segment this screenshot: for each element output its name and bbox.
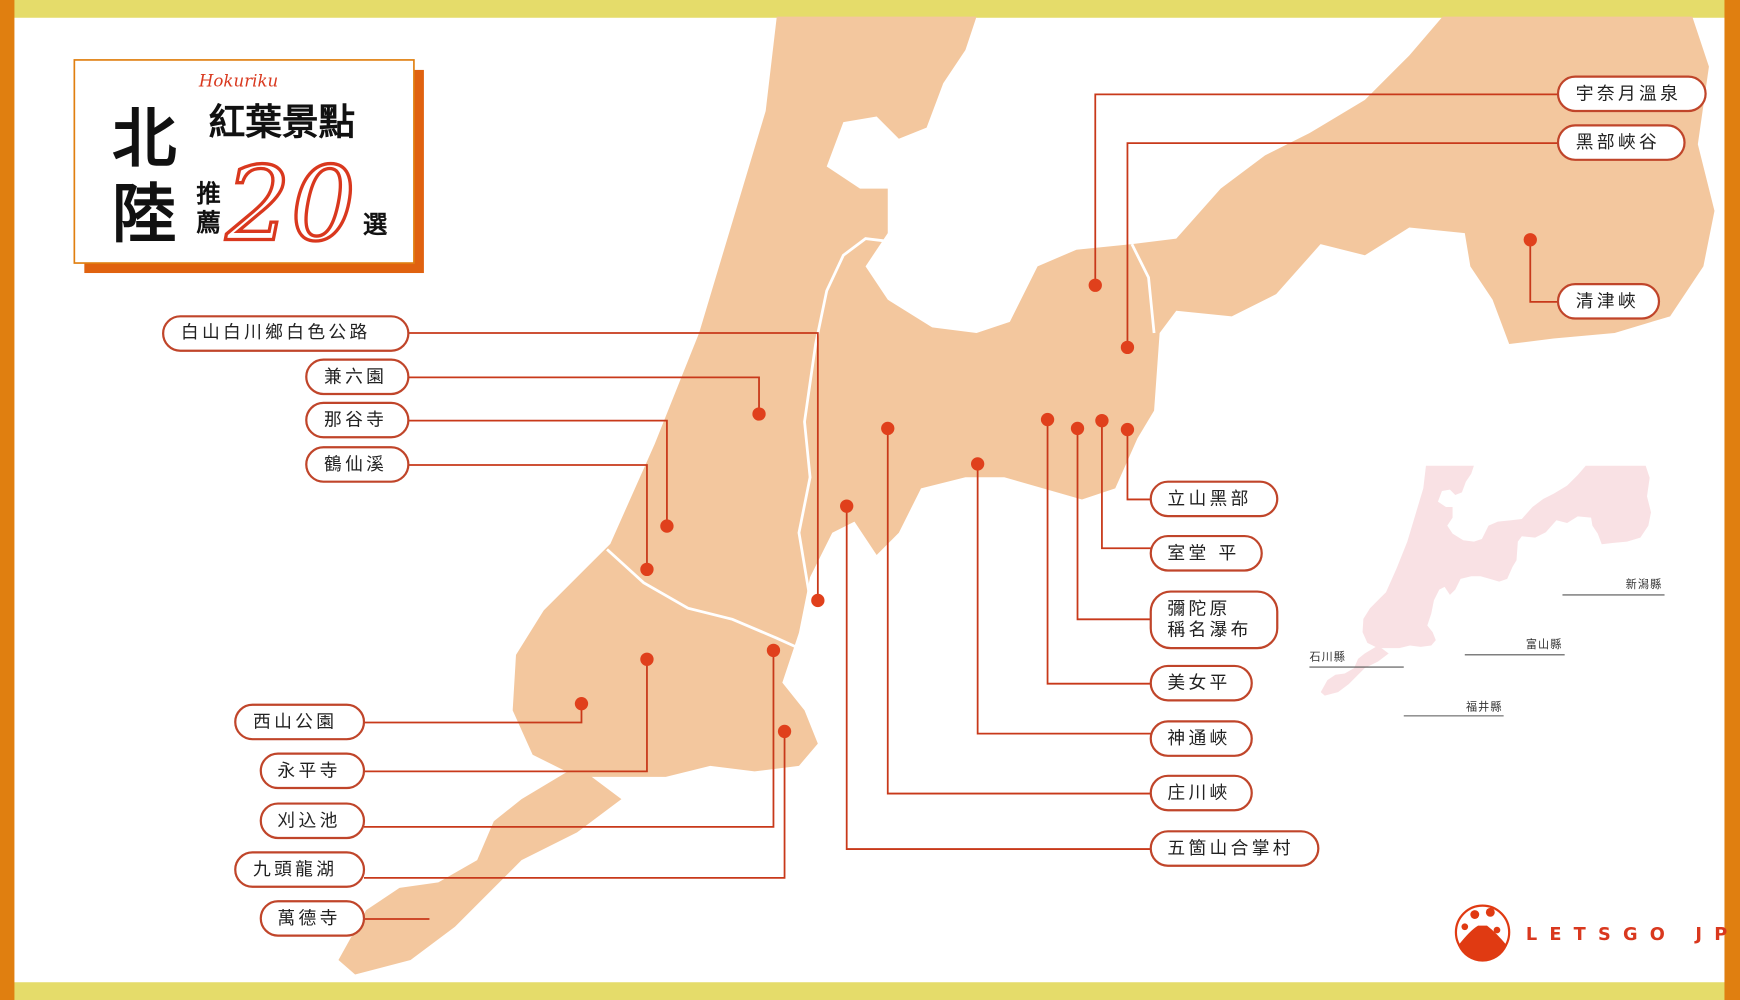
title-select: 選: [363, 210, 388, 239]
title-headline: 紅葉景點: [209, 100, 355, 143]
brand-logo[interactable]: LETSGO JP: [1454, 904, 1740, 962]
title-number: 20: [225, 146, 356, 265]
svg-text:清津峽: 清津峽: [1576, 291, 1639, 312]
inset-labels: 新潟縣 富山縣 石川縣 福井縣: [1309, 577, 1665, 717]
svg-text:宇奈月溫泉: 宇奈月溫泉: [1576, 83, 1681, 104]
marker-kuzuryu-lake[interactable]: [777, 724, 792, 739]
inset-label-toyama: 富山縣: [1526, 637, 1563, 651]
spot-label[interactable]: 立山黑部: [1149, 480, 1279, 518]
title-region-2: 陸: [112, 177, 176, 252]
inset-label-fukui: 福井縣: [1466, 699, 1503, 713]
marker-murodo[interactable]: [1095, 413, 1109, 428]
svg-text:室堂 平: 室堂 平: [1167, 543, 1239, 564]
marker-gokayama[interactable]: [840, 499, 854, 513]
marker-eiheiji[interactable]: [640, 652, 654, 666]
spot-markers: [574, 233, 1537, 739]
spot-label[interactable]: 清津峽: [1556, 283, 1661, 320]
marker-shokawa[interactable]: [881, 421, 895, 436]
frame-bottom: [0, 982, 1740, 1000]
spot-label[interactable]: 刈込池: [259, 802, 366, 840]
marker-kurobe-gorge[interactable]: [1120, 340, 1135, 355]
svg-text:西山公園: 西山公園: [253, 712, 337, 733]
spot-label-list-left: 白山白川鄉白色公路 兼六園 那谷寺 鶴仙溪 西山公園 永平寺 刈込池 九頭龍湖 …: [162, 315, 410, 937]
spot-label[interactable]: 九頭龍湖: [234, 851, 366, 888]
spot-label[interactable]: 西山公園: [234, 703, 366, 741]
marker-shirakawa-road[interactable]: [811, 593, 825, 608]
svg-text:鶴仙溪: 鶴仙溪: [324, 454, 387, 475]
spot-label[interactable]: 萬德寺: [259, 900, 366, 937]
svg-text:五箇山合掌村: 五箇山合掌村: [1167, 838, 1293, 859]
spot-label[interactable]: 兼六園: [305, 358, 410, 396]
marker-kenrokuen[interactable]: [752, 407, 766, 421]
svg-text:兼六園: 兼六園: [324, 366, 387, 387]
marker-midagahara[interactable]: [1070, 421, 1085, 436]
svg-text:神通峽: 神通峽: [1167, 728, 1230, 749]
spot-label[interactable]: 白山白川鄉白色公路: [162, 315, 410, 352]
marker-tateyama-kurobe[interactable]: [1120, 422, 1135, 437]
marker-bijodaira[interactable]: [1040, 412, 1055, 427]
svg-text:刈込池: 刈込池: [277, 810, 340, 831]
spot-label[interactable]: 鶴仙溪: [305, 446, 410, 483]
marker-kakusenkei[interactable]: [640, 562, 654, 577]
frame-right: [1724, 0, 1740, 1000]
spot-label[interactable]: 五箇山合掌村: [1149, 830, 1320, 867]
title-region-1: 北: [112, 102, 176, 177]
spot-label[interactable]: 宇奈月溫泉: [1556, 75, 1707, 113]
svg-text:黑部峽谷: 黑部峽谷: [1576, 132, 1660, 153]
spot-label[interactable]: 神通峽: [1149, 720, 1253, 757]
inset-map: [1320, 465, 1652, 696]
title-card: Hokuriku 北 陸 紅葉景點 推 薦 20 選: [73, 59, 424, 274]
marker-karikomiike[interactable]: [766, 643, 781, 658]
leader-lines: [363, 93, 1559, 920]
marker-nishiyama-park[interactable]: [574, 697, 589, 711]
svg-text:九頭龍湖: 九頭龍湖: [253, 859, 337, 880]
marker-kiyotsu[interactable]: [1523, 233, 1537, 247]
svg-text:永平寺: 永平寺: [277, 760, 340, 781]
title-recommend-1: 推: [196, 179, 220, 208]
svg-text:萬德寺: 萬德寺: [277, 908, 340, 929]
spot-label[interactable]: 永平寺: [259, 752, 366, 790]
svg-text:美女平: 美女平: [1167, 673, 1230, 694]
marker-jinzu[interactable]: [970, 457, 985, 471]
spot-label[interactable]: 那谷寺: [305, 401, 410, 439]
inset-label-ishikawa: 石川縣: [1309, 650, 1346, 663]
spot-label[interactable]: 黑部峽谷: [1556, 124, 1686, 161]
marker-unazuki[interactable]: [1088, 278, 1102, 292]
letsgo-logo-icon: [1454, 904, 1511, 962]
spot-label[interactable]: 美女平: [1149, 664, 1253, 702]
frame-left: [0, 0, 15, 1000]
hokuriku-land: [338, 16, 1715, 975]
spot-label[interactable]: 庄川峽: [1149, 774, 1253, 812]
brand-name: LETSGO JP: [1526, 925, 1740, 945]
svg-text:稱名瀑布: 稱名瀑布: [1167, 619, 1251, 640]
spot-label[interactable]: 室堂 平: [1149, 534, 1263, 572]
inset-label-niigata: 新潟縣: [1626, 577, 1663, 591]
title-recommend-2: 薦: [196, 208, 220, 237]
frame-top: [0, 0, 1740, 18]
svg-text:立山黑部: 立山黑部: [1167, 488, 1251, 509]
marker-natadera[interactable]: [660, 519, 674, 533]
svg-text:彌陀原: 彌陀原: [1167, 598, 1230, 619]
svg-text:白山白川鄉白色公路: 白山白川鄉白色公路: [181, 322, 371, 343]
title-script: Hokuriku: [198, 72, 278, 91]
svg-text:庄川峽: 庄川峽: [1167, 783, 1230, 804]
prefecture-borders: [606, 237, 1156, 651]
svg-text:那谷寺: 那谷寺: [324, 410, 387, 431]
